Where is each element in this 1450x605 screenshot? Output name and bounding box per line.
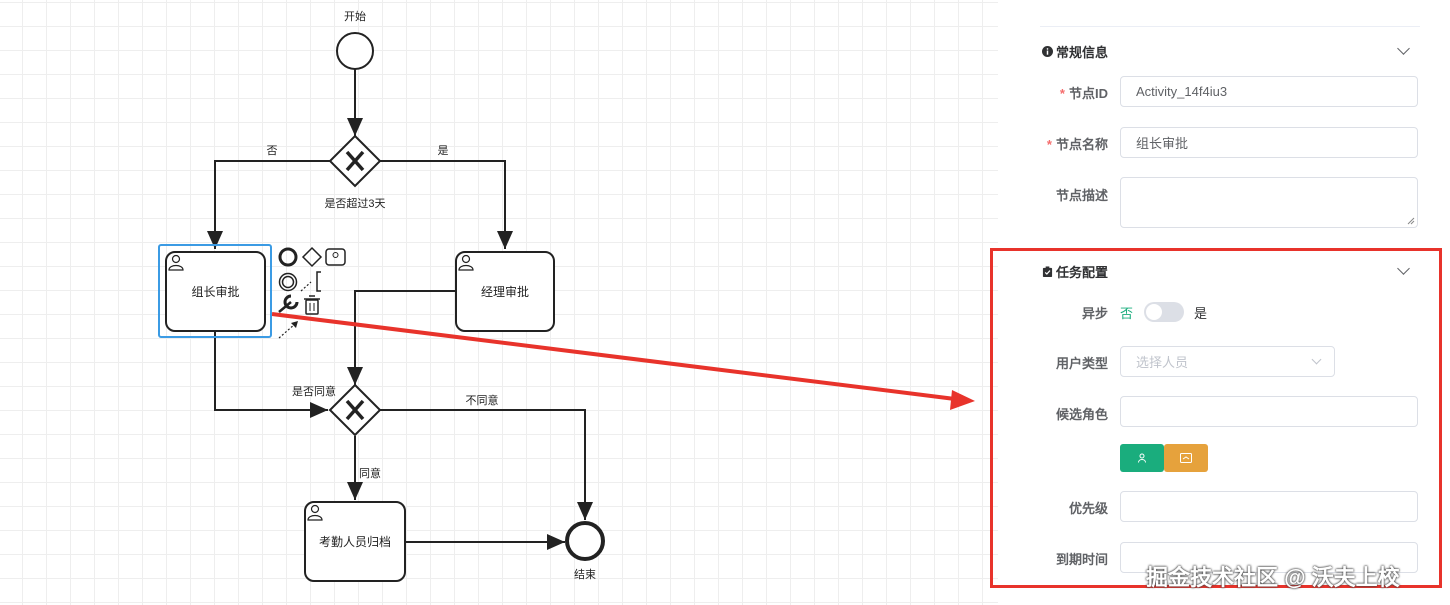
gateway1-label: 是否超过3天 bbox=[324, 198, 386, 210]
task-attendance-archive[interactable]: 考勤人员归档 bbox=[304, 501, 406, 582]
watermark: 掘金技术社区 @ 沃夫上校 bbox=[1146, 565, 1400, 590]
gateway2-label: 是否同意 bbox=[292, 386, 336, 398]
change-type-icon[interactable] bbox=[278, 294, 299, 313]
exclusive-gateway-2 bbox=[328, 383, 382, 437]
flow-label-yes: 是 bbox=[437, 145, 449, 157]
flow-label-agree: 同意 bbox=[359, 468, 381, 480]
node-name-label: *节点名称 bbox=[1046, 137, 1108, 152]
task-manager-label: 经理审批 bbox=[480, 285, 529, 299]
due-date-input[interactable] bbox=[1120, 542, 1418, 573]
async-switch[interactable] bbox=[1144, 302, 1184, 322]
panel-divider bbox=[1040, 26, 1420, 27]
async-on-text[interactable]: 是 bbox=[1194, 306, 1208, 321]
user-task-icon bbox=[168, 254, 184, 271]
select-user-button[interactable] bbox=[1120, 444, 1164, 472]
delete-icon[interactable] bbox=[304, 295, 320, 315]
task-archive-label: 考勤人员归档 bbox=[318, 535, 391, 549]
append-end-event-icon[interactable] bbox=[278, 247, 298, 267]
id-card-icon bbox=[1180, 453, 1192, 463]
node-name-input[interactable]: 组长审批 bbox=[1120, 127, 1418, 158]
due-date-label: 到期时间 bbox=[1055, 552, 1108, 567]
node-id-input[interactable]: Activity_14f4iu3 bbox=[1120, 76, 1418, 107]
append-task-icon[interactable] bbox=[325, 248, 346, 266]
user-icon bbox=[1138, 453, 1146, 463]
candidate-role-label: 候选角色 bbox=[1055, 407, 1108, 422]
append-intermediate-event-icon[interactable] bbox=[278, 272, 298, 292]
priority-label: 优先级 bbox=[1068, 501, 1108, 516]
resize-grip-icon[interactable] bbox=[1407, 217, 1415, 225]
user-type-select[interactable]: 选择人员 bbox=[1120, 346, 1335, 377]
end-label: 结束 bbox=[574, 569, 596, 581]
user-task-icon bbox=[458, 254, 474, 271]
task-leader-label: 组长审批 bbox=[191, 285, 240, 299]
start-label: 开始 bbox=[344, 11, 366, 23]
task-leader-approval[interactable]: 组长审批 bbox=[165, 251, 266, 332]
text-annotation-icon[interactable] bbox=[300, 271, 321, 292]
bpmn-connections bbox=[207, 32, 975, 561]
user-task-icon bbox=[307, 504, 323, 521]
task-section-title: 任务配置 bbox=[1056, 265, 1109, 280]
priority-input[interactable] bbox=[1120, 491, 1418, 522]
context-pad bbox=[277, 246, 349, 342]
task-manager-approval[interactable]: 经理审批 bbox=[455, 251, 555, 332]
async-off-text[interactable]: 否 bbox=[1120, 306, 1134, 321]
connect-icon[interactable] bbox=[278, 321, 298, 339]
async-label: 异步 bbox=[1081, 306, 1108, 321]
flow-label-disagree: 不同意 bbox=[465, 395, 499, 407]
start-event bbox=[336, 32, 374, 70]
selection-frame bbox=[158, 244, 272, 338]
general-section-header[interactable]: 常规信息 bbox=[1042, 42, 1108, 61]
end-event bbox=[565, 521, 605, 561]
select-role-button[interactable] bbox=[1164, 444, 1208, 472]
annotation-highlight-box bbox=[990, 248, 1442, 588]
flow-label-no: 否 bbox=[266, 145, 278, 157]
bpmn-canvas[interactable]: 开始 否 是 是否超过3天 是否同意 不同意 同意 结束 组长审批 经理审批 考… bbox=[0, 0, 998, 605]
annotation-arrow bbox=[271, 312, 975, 410]
exclusive-gateway-1 bbox=[328, 134, 382, 188]
general-section-title: 常规信息 bbox=[1056, 45, 1109, 60]
clipboard-check-icon bbox=[1042, 266, 1053, 277]
info-icon bbox=[1042, 46, 1053, 57]
append-gateway-icon[interactable] bbox=[301, 246, 323, 268]
node-desc-textarea[interactable] bbox=[1120, 177, 1418, 228]
task-section-header[interactable]: 任务配置 bbox=[1042, 262, 1108, 281]
node-desc-label: 节点描述 bbox=[1055, 188, 1108, 203]
candidate-role-input[interactable] bbox=[1120, 396, 1418, 427]
node-id-label: *节点ID bbox=[1059, 86, 1108, 101]
user-type-label: 用户类型 bbox=[1055, 356, 1108, 371]
